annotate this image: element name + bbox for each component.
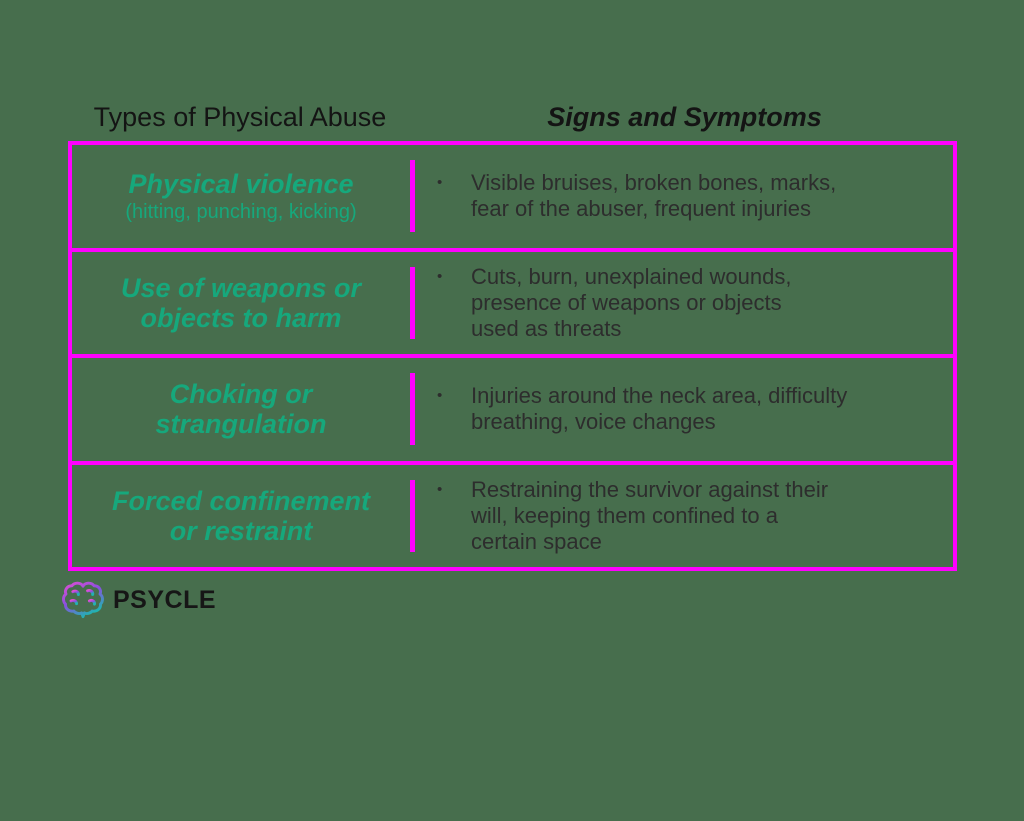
column-header-types: Types of Physical Abuse [93, 102, 387, 132]
table-row: Use of weapons or objects to harm • Cuts… [72, 247, 953, 355]
bullet-icon: • [437, 387, 443, 405]
logo-text: PSYCLE [113, 585, 217, 614]
table-row: Choking or strangulation • Injuries arou… [72, 354, 953, 461]
symptoms-cell: • Cuts, burn, unexplained wounds, presen… [415, 252, 953, 355]
table-row: Forced confinement or restraint • Restra… [72, 460, 953, 568]
symptom-text: Cuts, burn, unexplained wounds, presence… [471, 263, 792, 341]
symptom-text: Restraining the survivor against their w… [471, 476, 829, 554]
column-header-symptoms: Signs and Symptoms [547, 102, 822, 132]
type-cell: Forced confinement or restraint [72, 465, 410, 568]
type-title: Forced confinement or restraint [111, 485, 371, 546]
psycle-logo: PSYCLE [60, 578, 216, 622]
type-note: (hitting, punching, kicking) [125, 200, 357, 223]
type-title: Physical violence [128, 168, 354, 199]
symptom-text: Visible bruises, broken bones, marks, fe… [471, 170, 837, 222]
column-divider [410, 373, 415, 446]
symptoms-cell: • Injuries around the neck area, difficu… [415, 358, 953, 461]
symptoms-cell: • Visible bruises, broken bones, marks, … [415, 145, 953, 248]
type-title: Choking or strangulation [155, 379, 327, 440]
bullet-icon: • [437, 267, 443, 285]
type-cell: Use of weapons or objects to harm [72, 252, 410, 355]
type-cell: Physical violence (hitting, punching, ki… [72, 145, 410, 248]
column-divider [410, 266, 415, 339]
abuse-types-table: Physical violence (hitting, punching, ki… [68, 141, 957, 571]
column-divider [410, 479, 415, 552]
type-cell: Choking or strangulation [72, 358, 410, 461]
symptom-text: Injuries around the neck area, difficult… [471, 383, 848, 435]
type-title: Use of weapons or objects to harm [120, 272, 362, 333]
column-divider [410, 160, 415, 233]
table-row: Physical violence (hitting, punching, ki… [72, 145, 953, 248]
symptoms-cell: • Restraining the survivor against their… [415, 465, 953, 568]
bullet-icon: • [437, 174, 443, 192]
bullet-icon: • [437, 480, 443, 498]
brain-gradient-icon [60, 578, 106, 622]
